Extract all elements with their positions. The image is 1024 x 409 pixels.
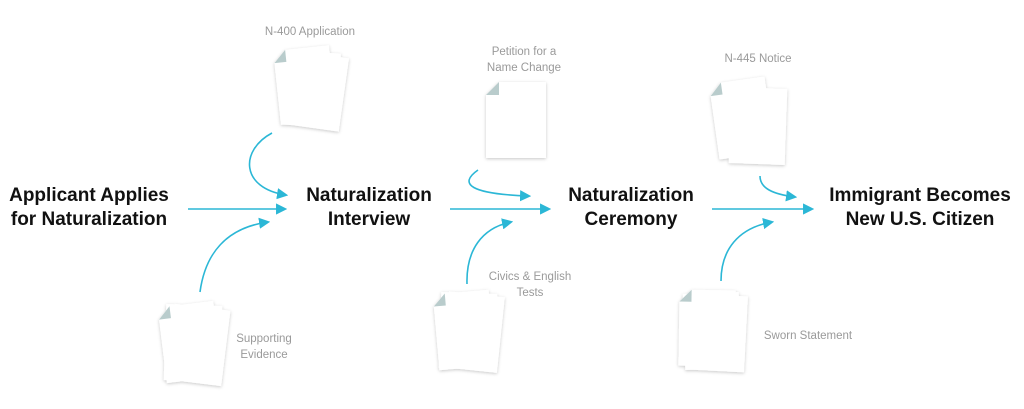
stage-applicant-applies-line2: for Naturalization bbox=[10, 209, 168, 230]
stage-new-citizen: Immigrant Becomes New U.S. Citizen bbox=[818, 184, 1022, 232]
doc-label-civics-tests: Civics & English Tests bbox=[470, 269, 590, 301]
stage-naturalization-ceremony: Naturalization Ceremony bbox=[552, 184, 710, 232]
doc-label-name-change-line2: Name Change bbox=[486, 62, 562, 74]
doc-label-civics-line1: Civics & English bbox=[488, 271, 572, 283]
stage-applicant-applies: Applicant Applies for Naturalization bbox=[0, 184, 178, 232]
stage-ceremony-line2: Ceremony bbox=[584, 209, 678, 230]
stage-applicant-applies-line1: Applicant Applies bbox=[9, 185, 169, 206]
curve-arrow-name-change bbox=[468, 169, 532, 202]
doc-label-name-change-line1: Petition for a bbox=[491, 46, 557, 58]
stage-interview-line1: Naturalization bbox=[306, 185, 432, 206]
curve-arrow-supporting-evidence bbox=[199, 217, 271, 293]
doc-label-sworn-statement: Sworn Statement bbox=[746, 328, 870, 344]
doc-label-n445-line1: N-445 Notice bbox=[724, 53, 792, 65]
curve-arrow-sworn-statement bbox=[720, 218, 775, 282]
n400-document-stack-icon bbox=[274, 45, 350, 132]
stage-ceremony-line1: Naturalization bbox=[568, 185, 694, 206]
doc-label-supporting-evidence: Supporting Evidence bbox=[222, 331, 306, 363]
name-change-document-icon bbox=[486, 82, 546, 158]
sworn-statement-document-stack-icon bbox=[678, 289, 748, 373]
doc-label-supporting-line1: Supporting bbox=[236, 333, 292, 345]
supporting-evidence-document-stack-icon bbox=[159, 300, 231, 387]
doc-label-n400-line1: N-400 Application bbox=[264, 26, 356, 38]
doc-label-n400: N-400 Application bbox=[240, 24, 380, 40]
curve-arrow-n400 bbox=[248, 132, 289, 200]
doc-label-name-change: Petition for a Name Change bbox=[466, 44, 582, 76]
n445-document-stack-icon bbox=[710, 76, 788, 165]
doc-label-sworn-line1: Sworn Statement bbox=[763, 330, 853, 342]
civics-tests-document-stack-icon bbox=[433, 289, 505, 373]
stage-interview-line2: Interview bbox=[327, 209, 411, 230]
stage-new-citizen-line1: Immigrant Becomes bbox=[829, 185, 1011, 206]
curve-arrow-civics-tests bbox=[466, 218, 514, 285]
curve-arrow-n445 bbox=[759, 175, 798, 202]
doc-label-n445: N-445 Notice bbox=[700, 51, 816, 67]
stage-naturalization-interview: Naturalization Interview bbox=[290, 184, 448, 232]
doc-label-civics-line2: Tests bbox=[516, 287, 544, 299]
stage-new-citizen-line2: New U.S. Citizen bbox=[845, 209, 995, 230]
doc-label-supporting-line2: Evidence bbox=[240, 349, 288, 361]
